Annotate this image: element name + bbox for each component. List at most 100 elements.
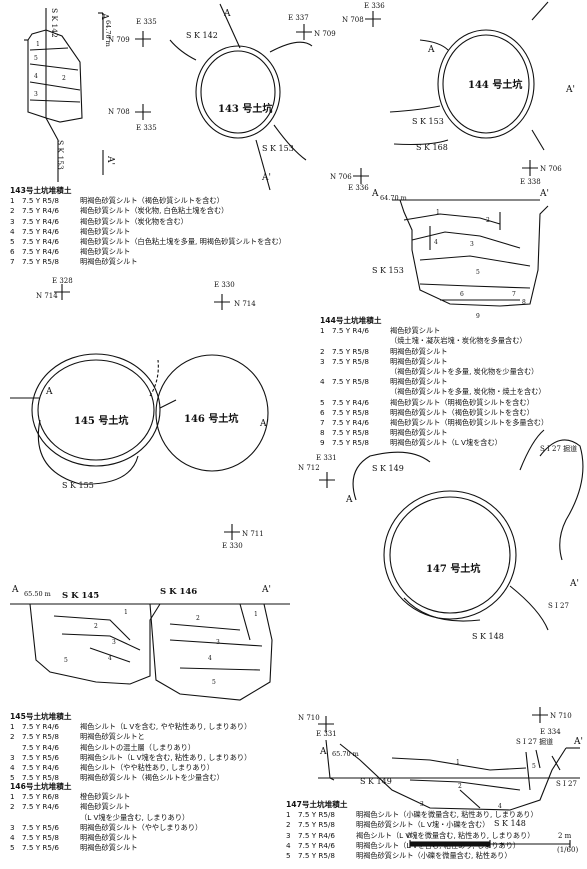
p145-pt3-n: N 711 bbox=[242, 530, 264, 538]
legend-number: 3 bbox=[10, 216, 15, 226]
legend-color-code bbox=[332, 387, 390, 397]
s147-sk-d: S I 27 bbox=[556, 780, 577, 788]
scale-max: 2 m bbox=[558, 832, 572, 840]
legend-color-code: 7.5 Y R5/8 bbox=[22, 773, 59, 783]
scale-bar bbox=[409, 840, 571, 848]
legend-description: 褐色砂質シルト bbox=[390, 326, 441, 336]
legend-color-code: 7.5 Y R4/6 bbox=[22, 742, 59, 752]
legend-number: 4 bbox=[320, 377, 325, 387]
legend-color-code: 7.5 Y R5/8 bbox=[22, 196, 59, 206]
p144-sk-a: S K 153 bbox=[412, 117, 444, 126]
p143-sk-a: S K 142 bbox=[186, 31, 218, 40]
svg-text:6: 6 bbox=[460, 291, 464, 298]
legend-description: 明褐色砂質シルト bbox=[390, 428, 448, 438]
legend-description: 明褐色砂質シルト bbox=[390, 356, 448, 366]
s144-marker-a2: A' bbox=[539, 189, 549, 199]
scale-ratio: (1/60) bbox=[557, 846, 578, 854]
p143-pt1-e: E 335 bbox=[136, 18, 157, 26]
svg-text:2: 2 bbox=[94, 623, 98, 630]
p143-pt3-e: E 335 bbox=[136, 124, 157, 132]
section-145 bbox=[10, 603, 290, 701]
legend-number: 1 bbox=[10, 722, 15, 732]
p147-pt1-n: N 712 bbox=[298, 464, 320, 472]
section-147 bbox=[318, 739, 580, 811]
p145-pt2-e: E 330 bbox=[214, 281, 235, 289]
s143-marker-a2: A' bbox=[105, 155, 115, 165]
svg-text:4: 4 bbox=[498, 803, 502, 810]
p145-pt1-e: E 328 bbox=[52, 277, 73, 285]
legend-title: 147号土坑堆積土 bbox=[286, 800, 348, 809]
svg-text:9: 9 bbox=[476, 313, 480, 320]
s143-layer-1: 1 bbox=[36, 41, 40, 48]
p145-label: 145 号土坑 bbox=[74, 414, 128, 427]
svg-text:1: 1 bbox=[456, 759, 460, 766]
legend-row: 4 7.5 Y R4/6 褐色砂質シルト bbox=[10, 227, 286, 237]
legend-color-code: 7.5 Y R4/6 bbox=[332, 326, 369, 336]
legend-number: 3 bbox=[286, 830, 291, 840]
svg-text:2: 2 bbox=[486, 217, 490, 224]
legend-number: 1 bbox=[10, 792, 15, 802]
s145-marker-a: A bbox=[11, 585, 19, 595]
s145-sk-b: S K 146 bbox=[160, 587, 197, 597]
legend-number: 2 bbox=[286, 820, 291, 830]
legend-description: 明褐色砂質シルト bbox=[390, 377, 448, 387]
p147-pt2-e: E 331 bbox=[316, 730, 337, 738]
p144-pt2-e: E 336 bbox=[348, 184, 369, 192]
legend-title: 146号土坑堆積土 bbox=[10, 782, 72, 791]
s147-elev: 65.70 m bbox=[332, 750, 359, 758]
legend-description: （褐色砂質シルトを多量, 炭化物を少量含む） bbox=[390, 367, 539, 377]
s147-sk-c: S I 27 掘道 bbox=[516, 737, 553, 746]
legend-description: 明褐色砂質シルト（L V塊を含む） bbox=[390, 438, 502, 448]
legend-description: 褐色砂質シルト bbox=[80, 226, 131, 236]
s147-marker-a2: A' bbox=[573, 737, 583, 747]
legend-number bbox=[10, 813, 22, 823]
legend-number: 1 bbox=[286, 810, 291, 820]
p147-marker-a: A bbox=[345, 495, 353, 505]
legend-number: 4 bbox=[10, 833, 15, 843]
legend-description: （L V塊を少量含む, しまりあり） bbox=[80, 812, 190, 822]
legend-description: 明褐色砂質シルト bbox=[80, 833, 138, 843]
legend-color-code: 7.5 Y R4/6 bbox=[22, 802, 59, 812]
legend-number: 5 bbox=[320, 397, 325, 407]
s147-sk-b: S K 148 bbox=[494, 819, 526, 828]
legend-color-code: 7.5 Y R5/8 bbox=[332, 438, 369, 448]
legend-description: 明褐色砂質シルトと bbox=[80, 732, 145, 742]
p143-marker-a2: A' bbox=[261, 173, 271, 183]
s147-sk-a: S K 149 bbox=[360, 777, 392, 786]
p143-pt2-e: E 337 bbox=[288, 14, 309, 22]
svg-text:4: 4 bbox=[108, 655, 112, 662]
p144-pt1-e: E 336 bbox=[364, 2, 385, 10]
svg-text:5: 5 bbox=[476, 269, 480, 276]
legend-color-code: 7.5 Y R5/8 bbox=[298, 820, 335, 830]
s143-layer-5: 5 bbox=[34, 55, 38, 62]
svg-text:8: 8 bbox=[522, 299, 526, 306]
legend-description: （褐色砂質シルトを多量, 炭化物・焼土を含む） bbox=[390, 387, 546, 397]
legend-color-code: 7.5 Y R5/8 bbox=[332, 407, 369, 417]
legend-description: 明褐色シルト（L Vを含む, 粘性あり, しまりあり） bbox=[356, 840, 521, 850]
svg-text:1: 1 bbox=[436, 209, 440, 216]
scale-zero: 0 bbox=[407, 832, 411, 840]
legend-number: 4 bbox=[10, 226, 15, 236]
svg-text:2: 2 bbox=[458, 783, 462, 790]
legend-description: 明褐色砂質シルト（ややしまりあり） bbox=[80, 822, 203, 832]
legend-color-code: 7.5 Y R5/8 bbox=[22, 732, 59, 742]
p144-label: 144 号土坑 bbox=[468, 78, 522, 91]
legend-color-code: 7.5 Y R5/8 bbox=[298, 851, 335, 861]
legend-color-code: 7.5 Y R4/6 bbox=[22, 226, 59, 236]
s143-layer-2: 2 bbox=[62, 75, 66, 82]
p144-marker-a2: A' bbox=[565, 85, 575, 95]
